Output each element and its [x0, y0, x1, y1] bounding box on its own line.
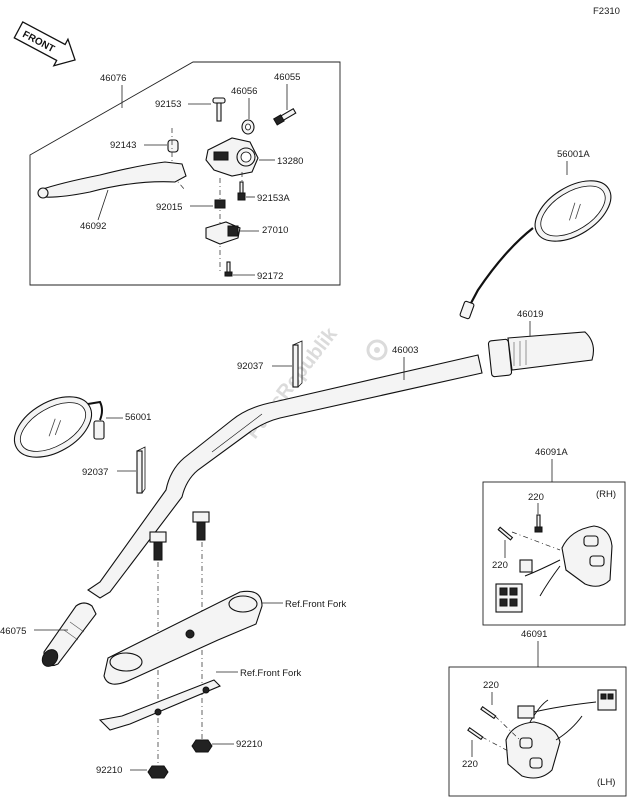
- screw-220-rh-a: [534, 514, 543, 533]
- label-46019: 46019: [517, 309, 543, 320]
- figure-code: F2310: [593, 6, 620, 17]
- label-220-rh-a: 220: [528, 492, 544, 503]
- label-46076: 46076: [100, 73, 126, 84]
- washer-46056: [241, 119, 255, 135]
- label-92153A: 92153A: [257, 193, 290, 204]
- front-arrow-icon: FRONT: [13, 21, 76, 67]
- label-ref-front-fork-2: Ref.Front Fork: [240, 668, 301, 679]
- mirror-56001: [13, 396, 105, 458]
- switch-27010: [205, 221, 241, 245]
- label-92172: 92172: [257, 271, 283, 282]
- switch-lh-box: [448, 666, 627, 797]
- screw-46055: [273, 108, 297, 126]
- label-13280: 13280: [277, 156, 303, 167]
- clamp-92037-bottom: [136, 446, 146, 494]
- handlebar-holder: [103, 590, 263, 685]
- nut-92210-left: [147, 765, 169, 779]
- label-46056: 46056: [231, 86, 257, 97]
- label-27010: 27010: [262, 225, 288, 236]
- nut-92210-right: [191, 739, 213, 753]
- grip-46075: [41, 602, 97, 667]
- label-56001: 56001: [125, 412, 151, 423]
- screw-220-lh-a: [480, 706, 497, 720]
- clamp-92037-top: [292, 340, 303, 388]
- label-92037-top: 92037: [237, 361, 263, 372]
- lever-holder-13280: [205, 137, 259, 177]
- screw-220-lh-b: [467, 727, 484, 741]
- label-56001A: 56001A: [557, 149, 590, 160]
- label-220-lh-b: 220: [462, 759, 478, 770]
- riser-bolt-left: [149, 531, 167, 561]
- label-46003: 46003: [392, 345, 418, 356]
- label-220-rh-b: 220: [492, 560, 508, 571]
- label-46091: 46091: [521, 629, 547, 640]
- lever-46092: [37, 161, 187, 199]
- label-46092: 46092: [80, 221, 106, 232]
- label-92037-bottom: 92037: [82, 467, 108, 478]
- screw-92172: [224, 261, 233, 277]
- label-92015: 92015: [156, 202, 182, 213]
- switch-housing-lh: [505, 689, 617, 779]
- label-ref-front-fork-1: Ref.Front Fork: [285, 599, 346, 610]
- tag-rh: (RH): [596, 489, 616, 500]
- label-92153: 92153: [155, 99, 181, 110]
- handlebar-46003: [87, 354, 483, 599]
- switch-rh-box: [482, 481, 626, 626]
- label-92210-left: 92210: [96, 765, 122, 776]
- mirror-56001A: [459, 180, 612, 320]
- grip-46019: [487, 331, 594, 378]
- holder-plate: [98, 679, 221, 731]
- lever-assembly-box: [29, 61, 341, 286]
- label-46055: 46055: [274, 72, 300, 83]
- riser-bolt-right: [192, 511, 210, 541]
- label-92143: 92143: [110, 140, 136, 151]
- label-46091A: 46091A: [535, 447, 568, 458]
- screw-92153A: [237, 181, 246, 201]
- tag-lh: (LH): [597, 777, 615, 788]
- label-46075: 46075: [0, 626, 26, 637]
- watermark-logo-icon: [366, 339, 388, 361]
- screw-220-rh-b: [497, 526, 514, 541]
- label-92210-right: 92210: [236, 739, 262, 750]
- bolt-92153: [212, 97, 226, 122]
- switch-housing-rh: [495, 525, 613, 613]
- label-220-lh-a: 220: [483, 680, 499, 691]
- collar-92143: [167, 139, 179, 153]
